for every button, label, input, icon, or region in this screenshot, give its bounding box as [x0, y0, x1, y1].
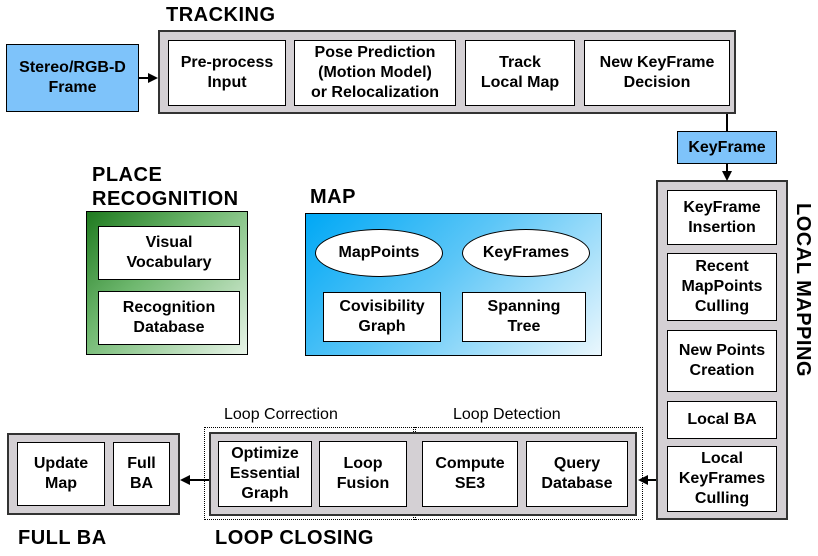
keyframe-label-box: KeyFrame	[677, 131, 777, 164]
tracking-step-pose-prediction: Pose Prediction (Motion Model) or Reloca…	[294, 40, 456, 106]
recognition-database-box: Recognition Database	[98, 291, 240, 345]
tracking-step-new-keyframe-decision: New KeyFrame Decision	[584, 40, 730, 106]
visual-vocabulary-box: Visual Vocabulary	[98, 226, 240, 280]
input-frame-box: Stereo/RGB-D Frame	[6, 44, 139, 112]
update-map-box: Update Map	[17, 442, 105, 506]
loop-correction-caption: Loop Correction	[224, 406, 338, 423]
query-database-box: Query Database	[526, 441, 628, 507]
place-recognition-title: PLACE RECOGNITION	[92, 164, 239, 210]
tracking-title: TRACKING	[166, 4, 276, 26]
local-mapping-step-new-points-creation: New Points Creation	[667, 330, 777, 392]
keyframes-ellipse: KeyFrames	[462, 229, 590, 277]
loop-fusion-box: Loop Fusion	[319, 441, 407, 507]
local-mapping-step-keyframes-culling: Local KeyFrames Culling	[667, 446, 777, 512]
full-ba-box: Full BA	[113, 442, 170, 506]
local-mapping-step-mappoints-culling: Recent MapPoints Culling	[667, 253, 777, 321]
optimize-essential-graph-box: Optimize Essential Graph	[218, 441, 312, 507]
local-mapping-step-local-ba: Local BA	[667, 401, 777, 439]
map-title: MAP	[310, 186, 356, 208]
mappoints-ellipse: MapPoints	[315, 229, 443, 277]
covisibility-graph-box: Covisibility Graph	[323, 292, 441, 342]
tracking-step-preprocess: Pre-process Input	[168, 40, 286, 106]
spanning-tree-box: Spanning Tree	[462, 292, 586, 342]
local-mapping-step-keyframe-insertion: KeyFrame Insertion	[667, 190, 777, 245]
full-ba-title: FULL BA	[18, 527, 107, 549]
compute-se3-box: Compute SE3	[422, 441, 518, 507]
loop-closing-title: LOOP CLOSING	[215, 527, 374, 549]
tracking-step-track-local-map: Track Local Map	[465, 40, 575, 106]
loop-detection-caption: Loop Detection	[453, 406, 561, 423]
